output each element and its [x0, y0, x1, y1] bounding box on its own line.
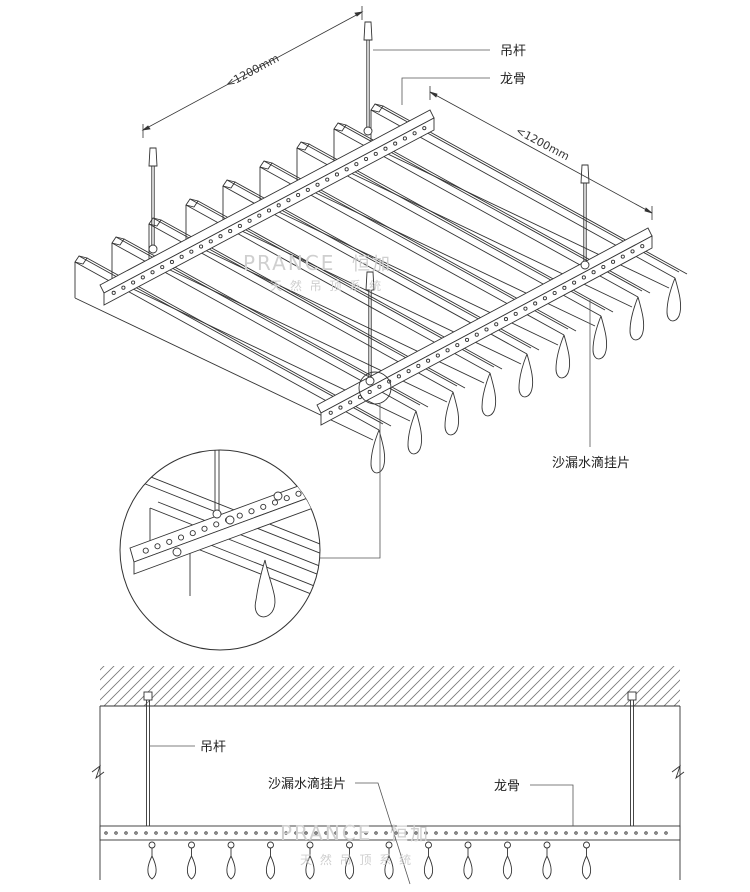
dimension-right-label: <1200mm — [514, 124, 572, 163]
detail-nut — [172, 547, 182, 557]
elev-teardrop-clip — [542, 841, 552, 880]
watermark-brand-cn-iso: 恒加 — [352, 254, 392, 275]
elev-teardrop-clip — [147, 841, 157, 880]
elev-teardrop-clip — [581, 841, 592, 880]
elev-teardrop-clip — [463, 841, 473, 880]
detail-callout — [119, 371, 392, 651]
watermark-brand-cn-elev: 恒加 — [390, 824, 430, 845]
elev-teardrop-clip — [226, 841, 236, 880]
hanger-rod — [148, 147, 158, 254]
detail-nut — [273, 491, 283, 501]
watermark-slogan-elev: 天 然 吊 顶 系 统 — [300, 852, 413, 867]
dimension-left — [141, 6, 364, 138]
watermark-brand-elev: PRANCE — [280, 821, 372, 845]
hanger-rod — [363, 21, 373, 136]
keel-beam — [99, 109, 435, 306]
elev-keel — [99, 825, 681, 841]
elev-teardrop-clip — [305, 841, 315, 880]
dimension-left-label: <1200mm — [223, 52, 281, 91]
label-baffle-clip-mid: 沙漏水滴挂片 — [552, 455, 630, 471]
elevation-view — [91, 666, 685, 885]
label-keel-top: 龙骨 — [500, 72, 526, 87]
elev-teardrop-clip — [186, 841, 197, 880]
elev-teardrop-clip — [502, 841, 513, 880]
label-leaders-top — [373, 49, 591, 447]
detail-nut — [212, 509, 222, 519]
detail-nut — [225, 515, 235, 525]
elev-teardrop-clip — [423, 841, 434, 880]
label-hanger-rod-elev: 吊杆 — [200, 740, 226, 755]
elev-teardrop-clip — [265, 841, 276, 880]
hanger-rod — [365, 271, 375, 386]
hanger-rod — [580, 164, 590, 270]
keel-beam — [316, 227, 653, 426]
label-baffle-clip-elev: 沙漏水滴挂片 — [268, 776, 346, 792]
label-keel-elev: 龙骨 — [494, 779, 520, 794]
elev-hanger-rod — [627, 691, 637, 826]
watermark-brand-iso: PRANCE — [243, 251, 335, 275]
isometric-view — [74, 21, 688, 474]
watermark-slogan-iso: 天 然 吊 顶 系 统 — [270, 278, 383, 293]
label-hanger-rod-top: 吊杆 — [500, 44, 526, 59]
elev-teardrop-clip — [384, 841, 394, 880]
elev-teardrop-clip — [344, 841, 355, 880]
elev-hanger-rod — [143, 691, 153, 826]
dimension-right — [429, 86, 653, 220]
detail-teardrop — [254, 559, 276, 618]
